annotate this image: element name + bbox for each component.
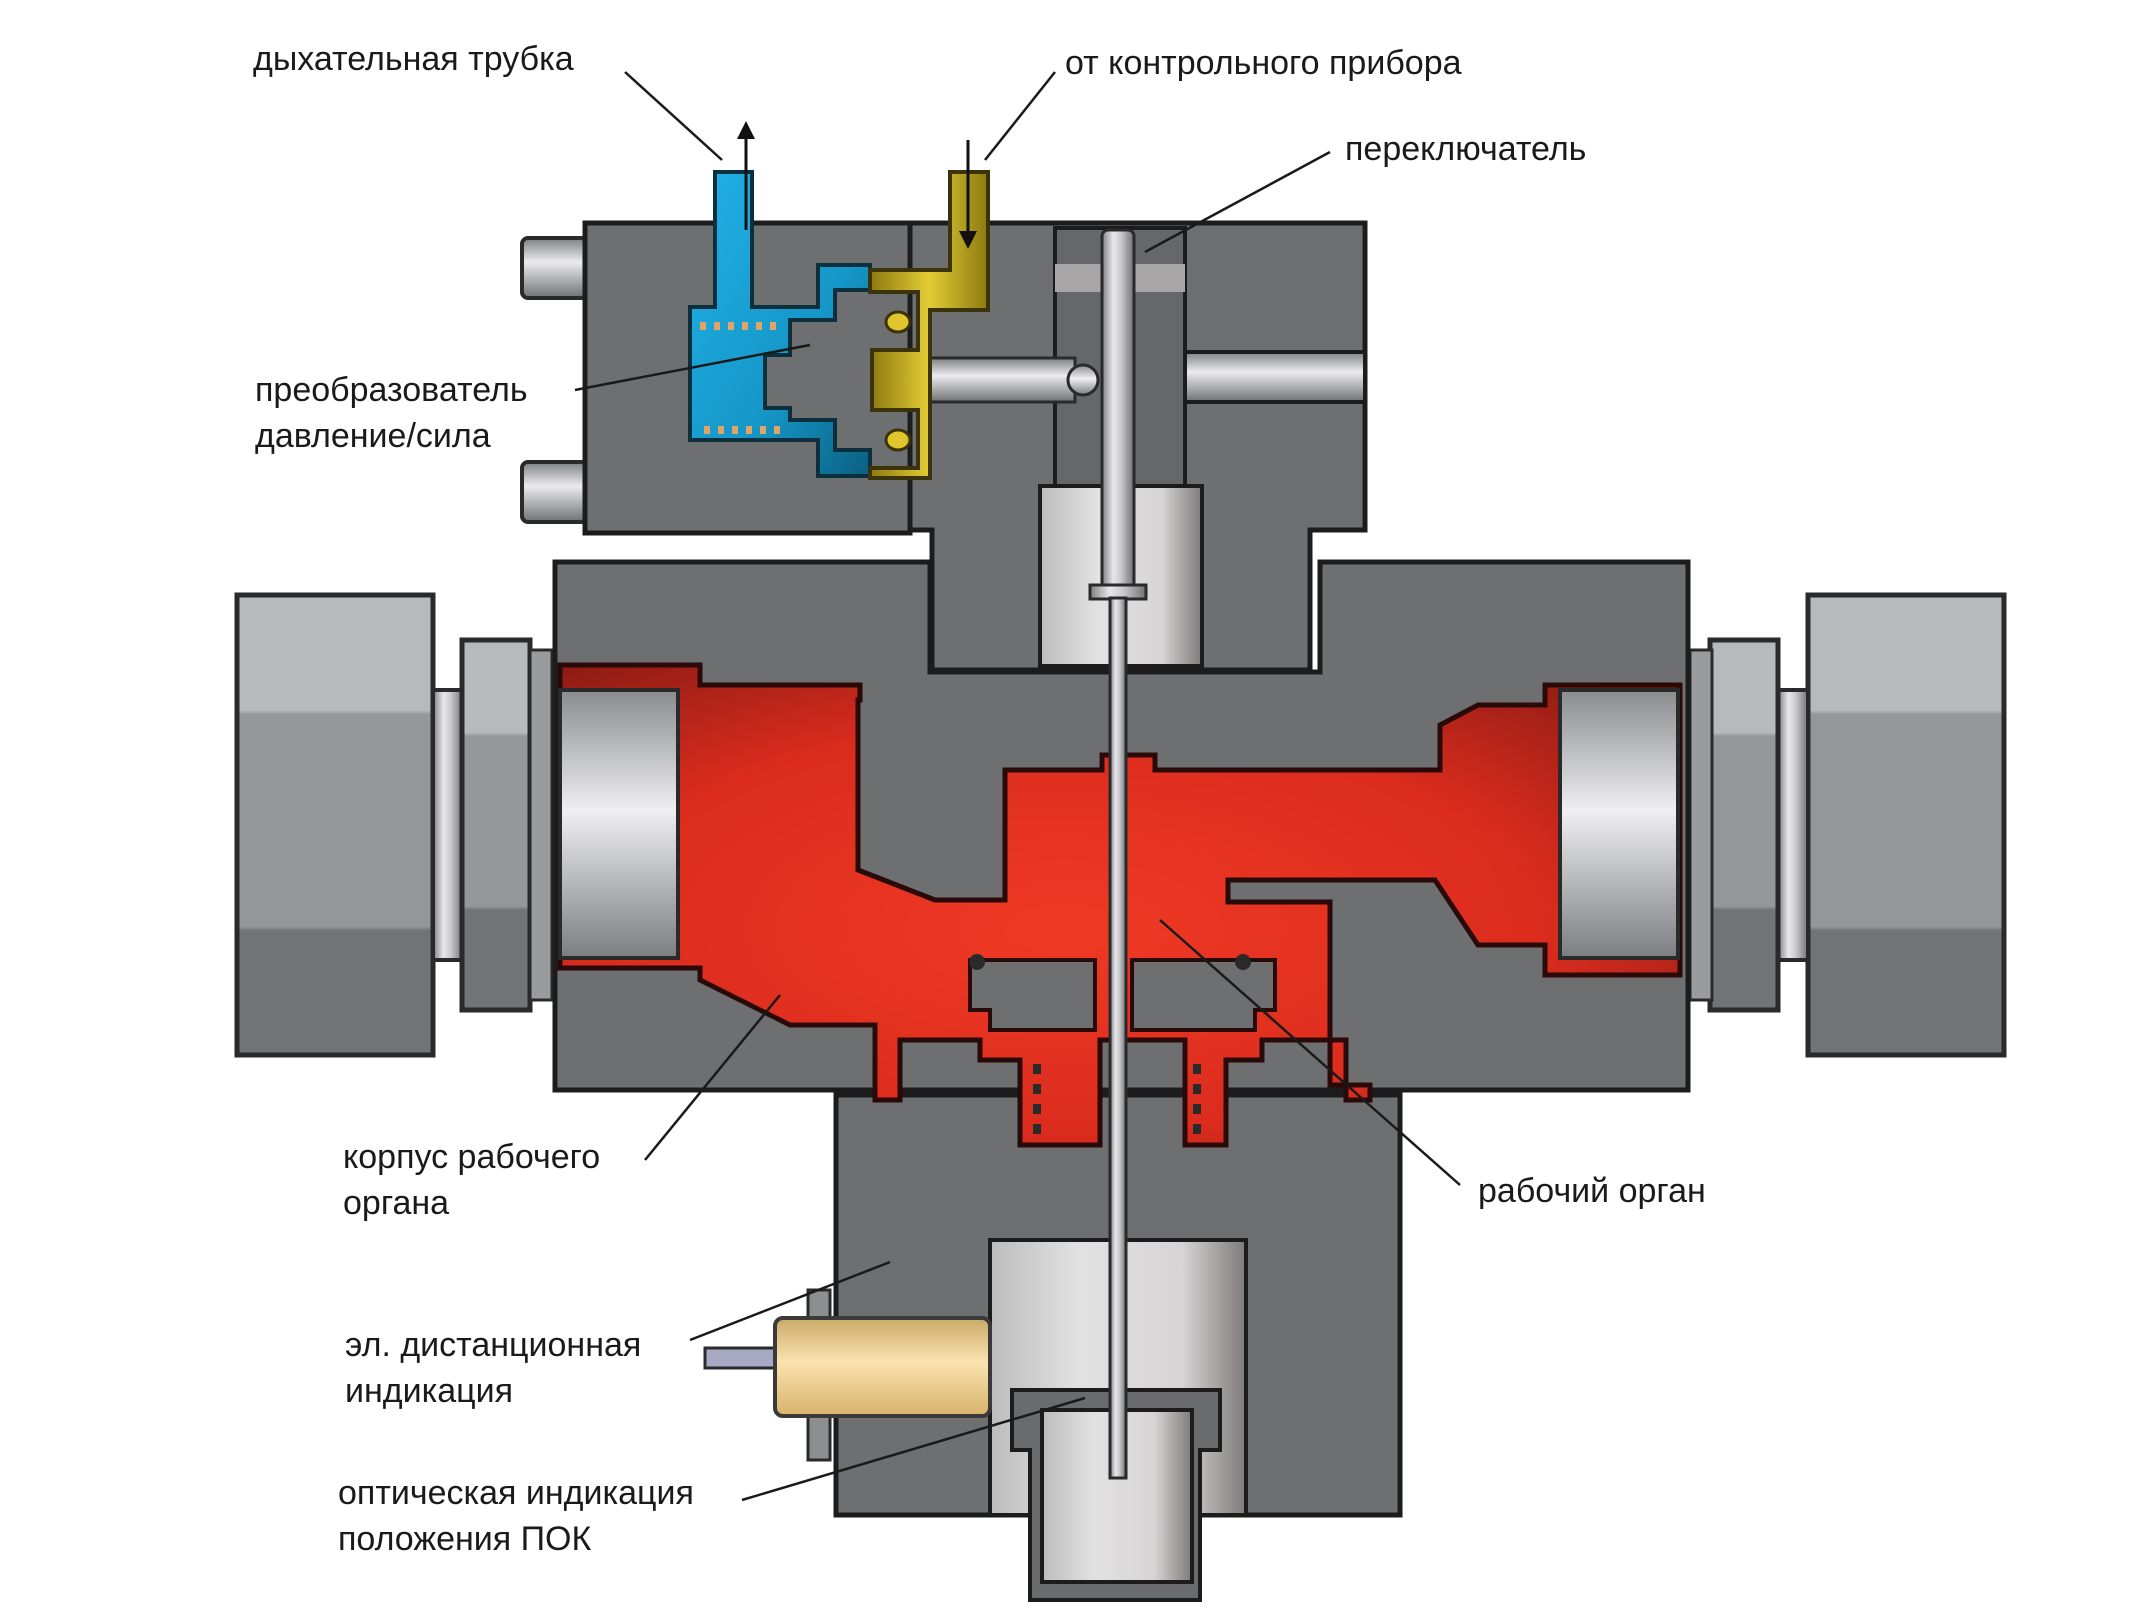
label-switch-text: переключатель [1345,130,1587,168]
optical-indicator-window [1040,1408,1194,1584]
label-body-line1: корпус рабочего [343,1138,601,1176]
left-plug-top [520,236,589,300]
leader-control-device [984,71,1056,161]
label-remote-line2: индикация [345,1372,514,1410]
label-body-line2: органа [343,1184,450,1222]
label-transducer: преобразователь давление/сила [255,367,528,459]
control-line-circuit [868,170,990,480]
leader-lines [574,71,1461,1502]
stem-lower [1108,596,1128,1480]
label-switch: переключатель [1345,126,1586,172]
label-breathing-tube-text: дыхательная трубка [253,40,574,78]
bellows-dots [1033,1064,1201,1134]
valve-stem [1088,228,1148,1480]
seal-rings [969,954,1251,970]
label-optical-line2: положения ПОК [338,1520,592,1558]
left-hex-nut [459,637,533,1013]
leader-switch [1144,150,1331,254]
remote-sensor-body [773,1316,992,1418]
label-transducer-line1: преобразователь [255,371,528,409]
right-bore-insert [1558,688,1680,960]
breathing-circuit [688,170,872,478]
label-body: корпус рабочего органа [343,1134,600,1226]
right-washer [1688,648,1714,1002]
left-pipe-fitting [234,592,554,1058]
label-working-element: рабочий орган [1478,1168,1706,1214]
leader-body [644,994,781,1161]
stem-upper [1100,228,1136,592]
label-from-control-device-text: от контрольного прибора [1065,44,1462,82]
transducer-ball [1066,363,1100,397]
left-washer [528,648,554,1002]
label-from-control-device: от контрольного прибора [1065,40,1462,86]
right-hex-nut [1707,637,1781,1013]
leader-working-element [1159,919,1461,1186]
right-pipe-fitting [1688,592,2007,1058]
left-plug-bottom [520,460,589,524]
lower-left-island [968,958,1097,1032]
label-working-element-text: рабочий орган [1478,1172,1706,1210]
left-bore-insert [558,688,680,960]
label-optical-indication: оптическая индикация положения ПОК [338,1470,694,1562]
lower-right-island [1130,958,1277,1032]
right-fitting-collar [1776,688,1810,962]
label-remote-indication: эл. дистанционная индикация [345,1322,641,1414]
control-seal-bottom [884,428,912,452]
label-remote-line1: эл. дистанционная [345,1326,642,1364]
control-line-channel [868,170,990,480]
left-fitting-collar [431,688,465,962]
transducer-spring-dots [700,322,780,434]
remote-sensor-pin [703,1346,779,1370]
label-breathing-tube: дыхательная трубка [253,36,574,82]
leader-breathing-tube [624,71,723,161]
left-union-nut [234,592,436,1058]
control-seal-top [884,310,912,334]
leader-transducer [574,343,811,392]
right-union-nut [1805,592,2007,1058]
label-transducer-line2: давление/сила [255,417,491,455]
label-optical-line1: оптическая индикация [338,1474,694,1512]
switch-side-channel [1183,350,1367,404]
lower-body [703,1092,1403,1602]
leader-remote-indication [689,1260,891,1342]
breathing-tube-channel [688,170,872,478]
leader-optical-indication [741,1396,1086,1502]
